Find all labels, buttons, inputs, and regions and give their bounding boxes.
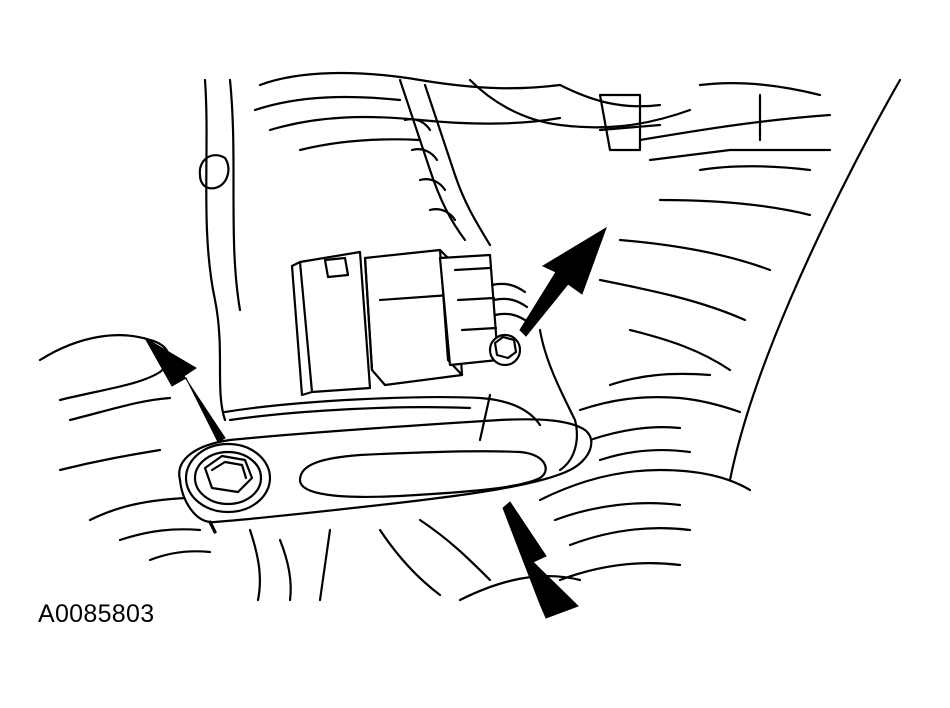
arrow-front-bolt (143, 336, 226, 443)
arrow-bracket-edge (502, 501, 579, 619)
background-linework (38, 71, 902, 602)
connector-module (290, 248, 530, 397)
arrow-rear-bolt (519, 226, 607, 337)
figure-id-label: A0085803 (38, 600, 155, 628)
mounting-bracket (178, 328, 593, 534)
callout-arrows (143, 226, 607, 619)
